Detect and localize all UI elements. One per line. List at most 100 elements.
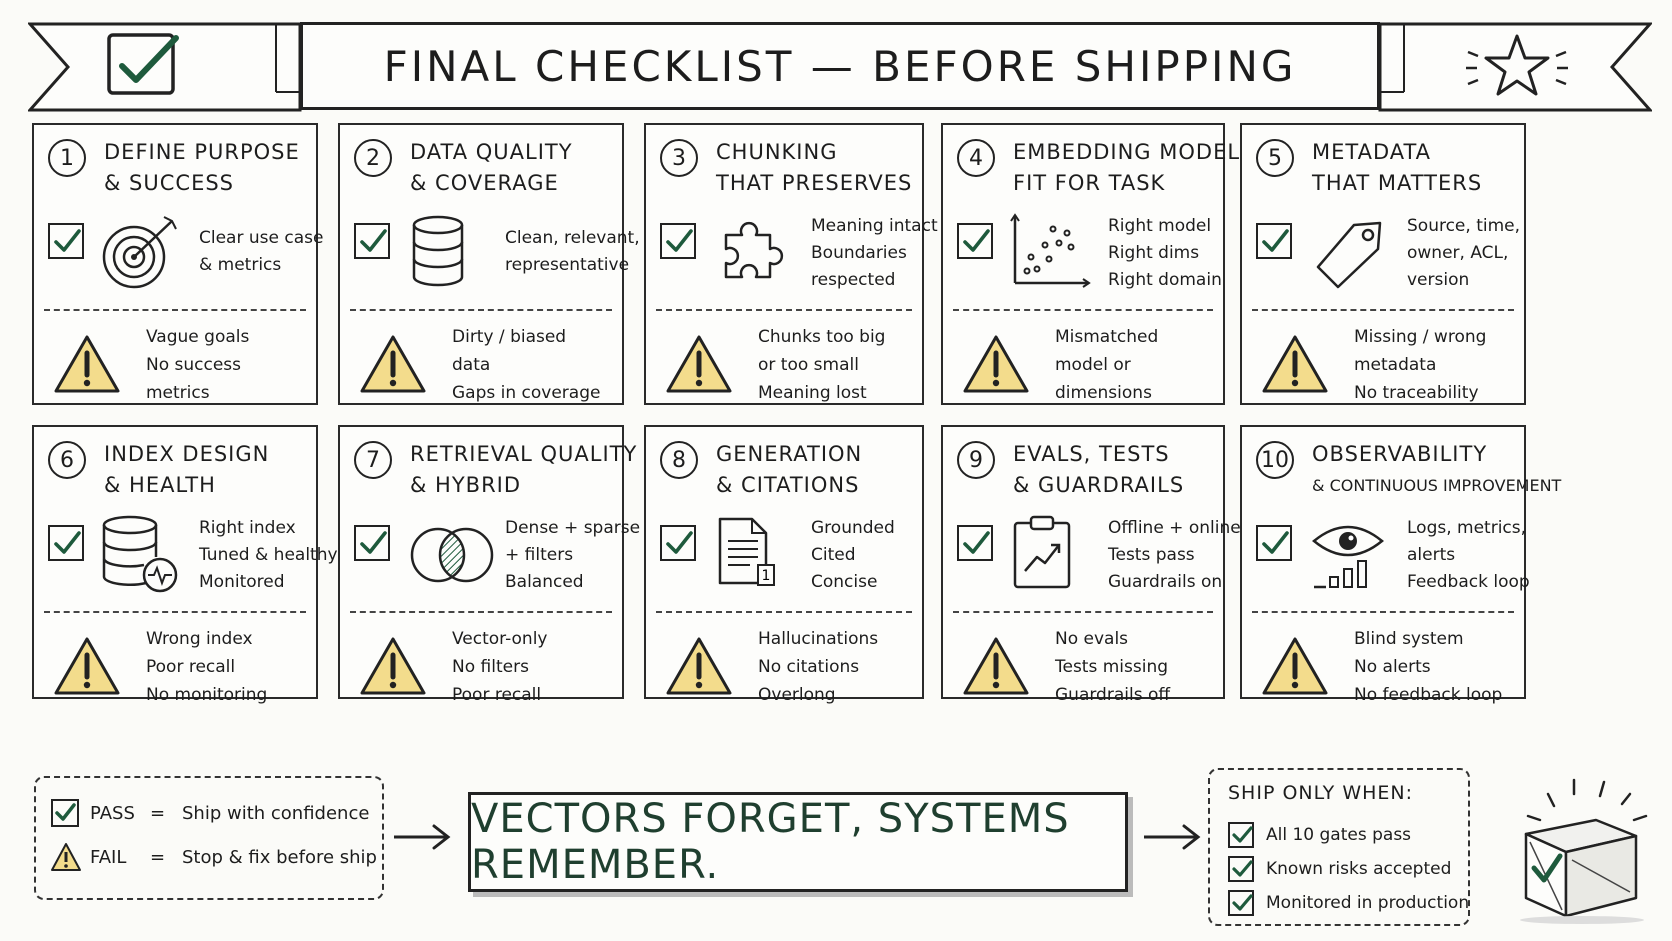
divider [953, 309, 1213, 311]
fail-condition: No traceability [1354, 383, 1479, 403]
card-title-line: INDEX DESIGN [104, 442, 270, 466]
fail-condition: Poor recall [452, 685, 542, 705]
database-icon [406, 211, 488, 293]
pass-criterion: Concise [811, 572, 878, 592]
card-title-line: & CITATIONS [716, 473, 860, 497]
fail-condition: Missing / wrong [1354, 327, 1487, 347]
card-title-line: & HEALTH [104, 473, 216, 497]
pass-label: PASS [90, 802, 135, 824]
card-title: DATA QUALITY & COVERAGE [410, 137, 614, 199]
checklist-card: 9 EVALS, TESTS& GUARDRAILS Offline + onl… [941, 425, 1241, 705]
pass-check-icon [48, 223, 84, 259]
eye-metrics-icon [1308, 513, 1390, 595]
venn-icon [406, 513, 494, 595]
banner-left-ribbon [28, 22, 302, 112]
database-health-icon [100, 513, 182, 595]
clipboard-chart-icon [1009, 513, 1091, 595]
card-title-line: & CONTINUOUS IMPROVEMENT [1312, 476, 1562, 495]
scatter-plot-icon [1009, 211, 1091, 293]
pass-check-icon [354, 223, 390, 259]
pass-criterion: respected [811, 270, 896, 290]
fail-condition: Tests missing [1055, 657, 1169, 677]
checklist-card: 1 DEFINE PURPOSE& SUCCESS Clear use case… [32, 123, 323, 405]
pass-criterion: Dense + sparse [505, 518, 641, 538]
fail-condition: Blind system [1354, 629, 1464, 649]
pass-criterion: Logs, metrics, [1407, 518, 1527, 538]
pass-criterion: representative [505, 255, 630, 275]
fail-text: Stop & fix before ship [182, 846, 377, 868]
pass-criterion: Offline + online [1108, 518, 1241, 538]
pass-check-icon [1256, 223, 1292, 259]
step-number: 6 [48, 441, 86, 479]
fail-condition: Overlong [758, 685, 836, 705]
card-title-line: OBSERVABILITY [1312, 442, 1488, 466]
pass-criterion: owner, ACL, [1407, 243, 1509, 263]
pass-criterion: Right dims [1108, 243, 1200, 263]
fail-condition: Dirty / biased [452, 327, 567, 347]
arrow-right-icon [1144, 824, 1201, 850]
card-title-line: EVALS, TESTS [1013, 442, 1170, 466]
card-title-line: METADATA [1312, 140, 1432, 164]
pass-check-icon [50, 798, 80, 828]
svg-text:1: 1 [762, 568, 771, 584]
checkbox-checked-icon [1228, 822, 1254, 848]
pass-criterion: alerts [1407, 545, 1456, 565]
pass-criterion: version [1407, 270, 1470, 290]
checklist-card: 10 OBSERVABILITY& CONTINUOUS IMPROVEMENT… [1240, 425, 1562, 705]
fail-condition: No evals [1055, 629, 1129, 649]
warning-icon [358, 333, 428, 395]
divider [953, 611, 1213, 613]
divider [656, 309, 912, 311]
card-title: INDEX DESIGN & HEALTH [104, 439, 308, 501]
divider [44, 309, 306, 311]
pass-criterion: Source, time, [1407, 216, 1521, 236]
legend-fail-row: FAIL = Stop & fix before ship [50, 842, 377, 872]
divider [1252, 611, 1514, 613]
fail-condition: No filters [452, 657, 529, 677]
warning-icon [961, 635, 1031, 697]
fail-condition: Poor recall [146, 657, 236, 677]
fail-condition: No monitoring [146, 685, 268, 705]
pass-check-icon [660, 525, 696, 561]
fail-condition: No citations [758, 657, 860, 677]
card-title-line: DATA QUALITY [410, 140, 573, 164]
warning-icon [52, 635, 122, 697]
card-title-line: & COVERAGE [410, 171, 559, 195]
tag-icon [1308, 211, 1390, 293]
banner-right-ribbon [1378, 22, 1652, 112]
card-title-line: THAT PRESERVES [716, 171, 913, 195]
fail-condition: Hallucinations [758, 629, 879, 649]
pass-criterion: Clean, relevant, [505, 228, 640, 248]
card-title: CHUNKING THAT PRESERVES [716, 137, 914, 199]
card-title-line: & SUCCESS [104, 171, 235, 195]
title-banner [300, 22, 1380, 110]
pass-criterion: Right index [199, 518, 296, 538]
pass-criteria: Source, time, owner, ACL, version [1407, 213, 1520, 294]
divider [44, 611, 306, 613]
pass-criterion: Balanced [505, 572, 584, 592]
document-citation-icon: 1 [712, 513, 794, 595]
warning-icon [664, 635, 734, 697]
warning-icon [1260, 635, 1330, 697]
pass-criteria: Clear use case& metrics [199, 225, 323, 279]
pass-check-icon [957, 525, 993, 561]
ship-criteria-title: SHIP ONLY WHEN: [1228, 782, 1414, 804]
card-title-line: CHUNKING [716, 140, 838, 164]
fail-condition: Meaning lost [758, 383, 867, 403]
card-title-line: & HYBRID [410, 473, 522, 497]
pass-criterion: Right domain [1108, 270, 1222, 290]
card-title-line: RETRIEVAL QUALITY [410, 442, 638, 466]
card-title: EVALS, TESTS& GUARDRAILS [1013, 439, 1215, 501]
